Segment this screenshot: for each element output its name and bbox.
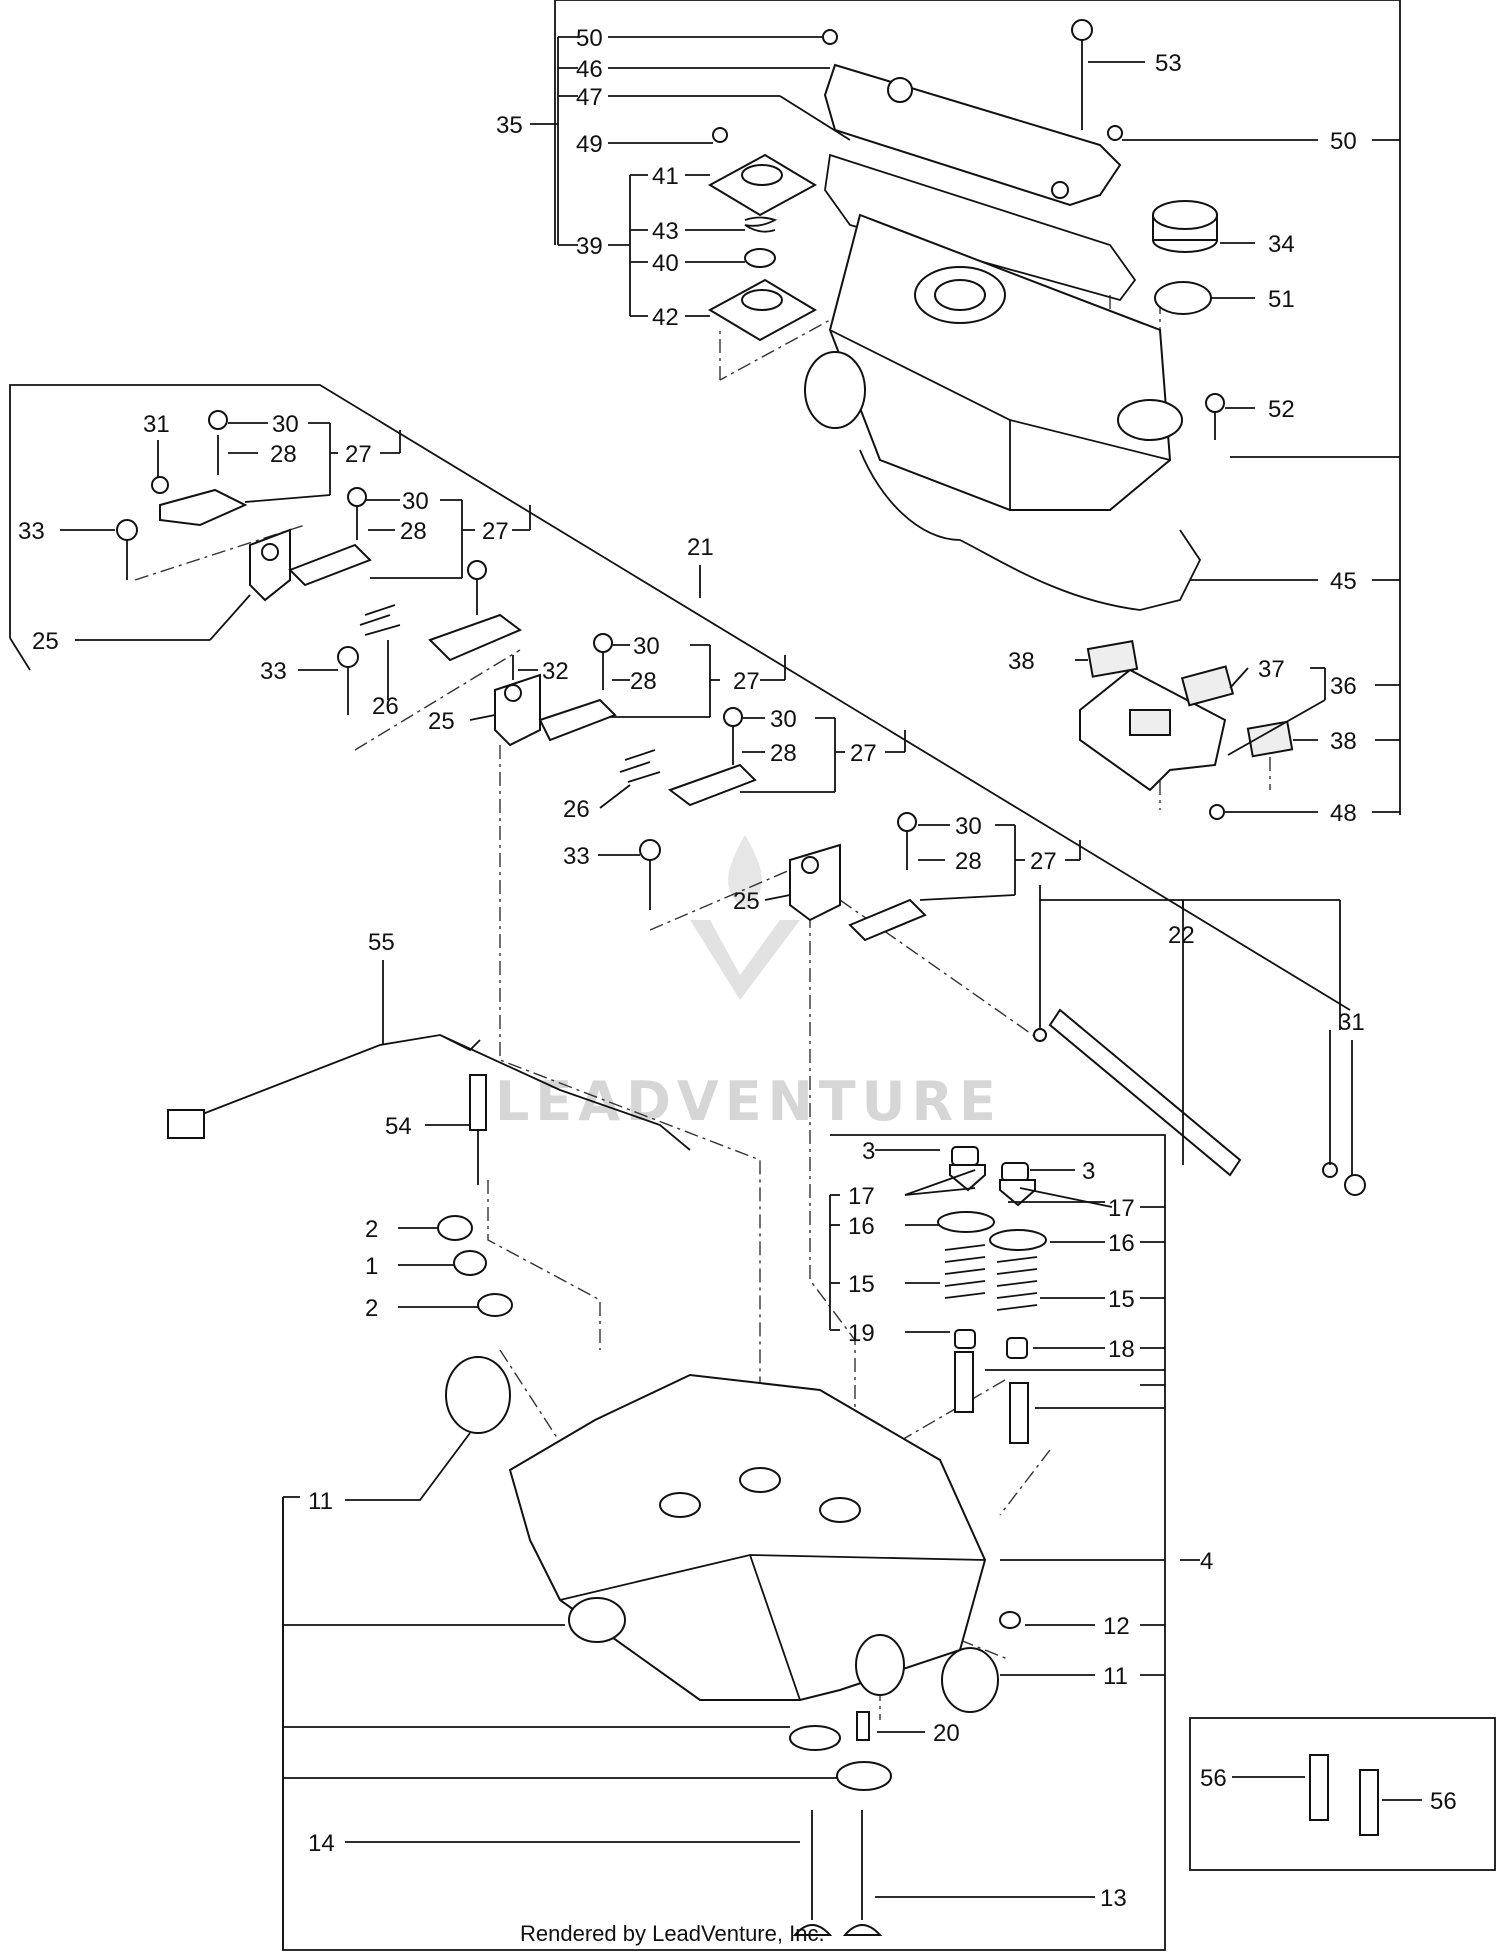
callout-27: 27: [345, 441, 372, 468]
callout-12: 12: [1103, 1613, 1130, 1640]
callout-33: 33: [18, 518, 45, 545]
callout-38: 38: [1008, 648, 1035, 675]
callout-1: 1: [365, 1253, 378, 1280]
watermark: LEADVENTURE: [495, 835, 1002, 1133]
callout-39: 39: [576, 233, 603, 260]
callout-40: 40: [652, 250, 679, 277]
callout-30: 30: [633, 633, 660, 660]
callout-31: 31: [143, 411, 170, 438]
callout-49: 49: [576, 131, 603, 158]
callout-28: 28: [270, 441, 297, 468]
callout-16: 16: [848, 1213, 875, 1240]
callout-37: 37: [1258, 656, 1285, 683]
callout-27: 27: [733, 668, 760, 695]
callout-4: 4: [1200, 1548, 1213, 1575]
callout-15: 15: [848, 1271, 875, 1298]
callout-55: 55: [368, 929, 395, 956]
callout-26: 26: [563, 796, 590, 823]
callout-18: 18: [1108, 1336, 1135, 1363]
callout-14: 14: [308, 1830, 335, 1857]
callout-28: 28: [400, 518, 427, 545]
callout-11: 11: [1103, 1663, 1128, 1690]
callout-22: 22: [1168, 922, 1195, 949]
callout-36: 36: [1330, 673, 1357, 700]
callout-25: 25: [733, 888, 760, 915]
callout-33: 33: [563, 843, 590, 870]
callout-34: 34: [1268, 231, 1295, 258]
callout-labels: 50 46 47 35 49 41 43 39 40 42 53 50 34 5…: [18, 25, 1457, 1912]
callout-51: 51: [1268, 286, 1295, 313]
callout-27: 27: [850, 740, 877, 767]
callout-45: 45: [1330, 568, 1357, 595]
part-art: [116, 19, 1379, 1936]
callout-33: 33: [260, 658, 287, 685]
callout-15: 15: [1108, 1286, 1135, 1313]
callout-31: 31: [1338, 1009, 1365, 1036]
callout-50: 50: [1330, 128, 1357, 155]
callout-17: 17: [848, 1183, 875, 1210]
callout-54: 54: [385, 1113, 412, 1140]
callout-50: 50: [576, 25, 603, 52]
callout-2: 2: [365, 1216, 378, 1243]
callout-48: 48: [1330, 800, 1357, 827]
callout-27: 27: [482, 518, 509, 545]
callout-19: 19: [848, 1320, 875, 1347]
callout-43: 43: [652, 218, 679, 245]
callout-38: 38: [1330, 728, 1357, 755]
leader-lines: [60, 36, 1422, 1950]
callout-28: 28: [770, 740, 797, 767]
callout-47: 47: [576, 84, 603, 111]
callout-53: 53: [1155, 50, 1182, 77]
callout-46: 46: [576, 56, 603, 83]
callout-11: 11: [308, 1488, 333, 1515]
callout-30: 30: [770, 706, 797, 733]
callout-21: 21: [687, 534, 714, 561]
callout-30: 30: [272, 411, 299, 438]
footer-credit: Rendered by LeadVenture, Inc.: [520, 1921, 825, 1946]
callout-16: 16: [1108, 1230, 1135, 1257]
callout-30: 30: [402, 488, 429, 515]
callout-52: 52: [1268, 396, 1295, 423]
callout-25: 25: [32, 628, 59, 655]
callout-30: 30: [955, 813, 982, 840]
callout-26: 26: [372, 693, 399, 720]
callout-28: 28: [630, 668, 657, 695]
callout-41: 41: [652, 163, 679, 190]
watermark-text: LEADVENTURE: [495, 1070, 1002, 1133]
callout-32: 32: [542, 658, 569, 685]
callout-13: 13: [1100, 1885, 1127, 1912]
callout-28: 28: [955, 848, 982, 875]
callout-20: 20: [933, 1720, 960, 1747]
callout-3: 3: [1082, 1158, 1095, 1185]
callout-2: 2: [365, 1295, 378, 1322]
callout-42: 42: [652, 304, 679, 331]
callout-3: 3: [862, 1138, 875, 1165]
callout-17: 17: [1108, 1195, 1135, 1222]
callout-56: 56: [1200, 1765, 1227, 1792]
callout-25: 25: [428, 708, 455, 735]
callout-27: 27: [1030, 848, 1057, 875]
callout-56: 56: [1430, 1788, 1457, 1815]
callout-35: 35: [496, 112, 523, 139]
